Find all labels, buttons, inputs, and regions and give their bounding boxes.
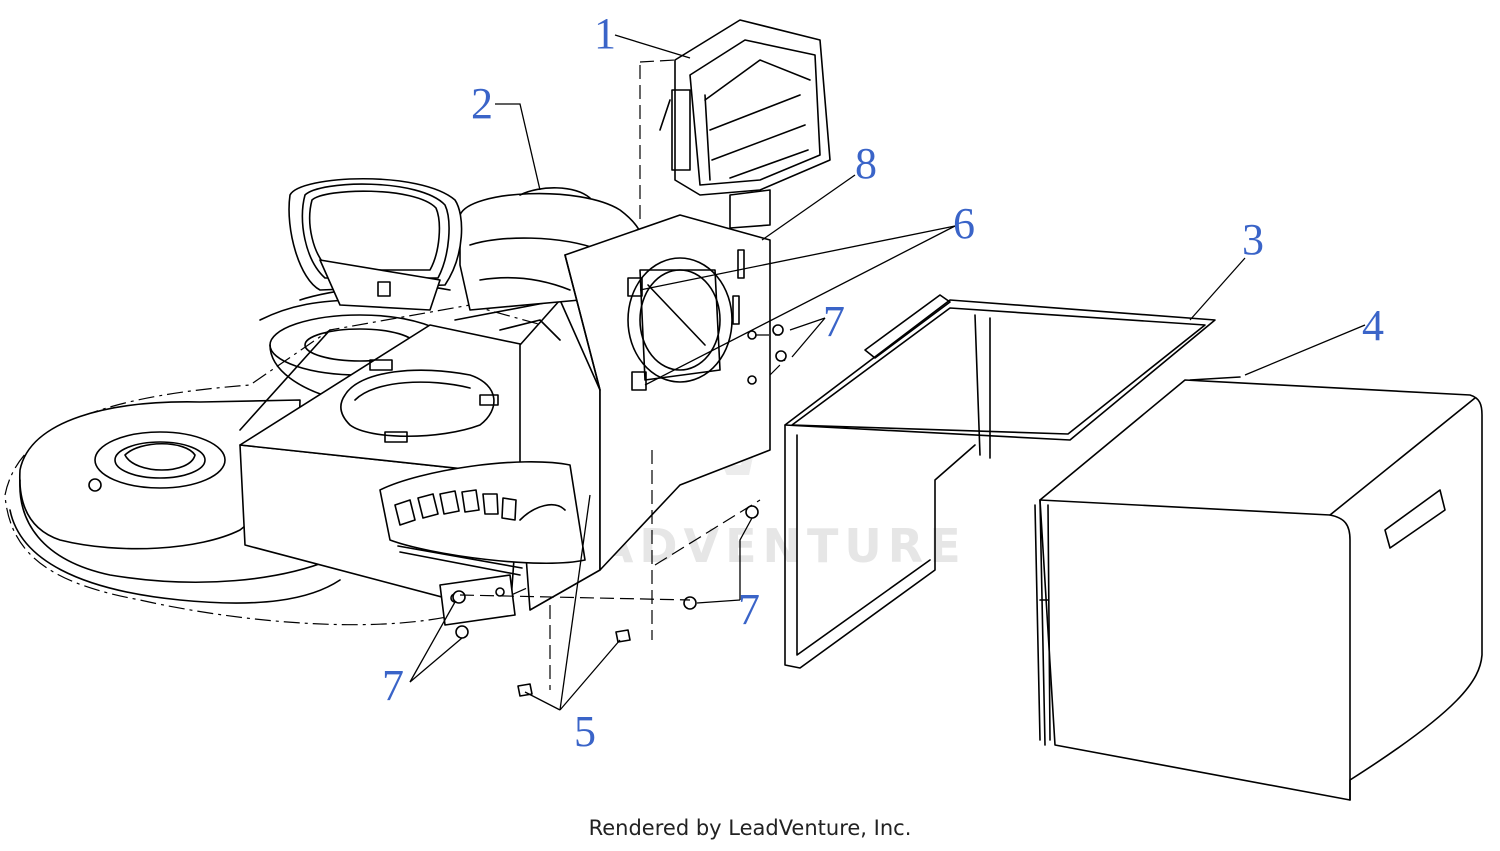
callout-3: 3 <box>1242 215 1264 264</box>
part-3-bag-frame <box>784 294 1216 669</box>
callout-4: 4 <box>1362 301 1384 350</box>
callout-labels: 1 2 3 4 5 6 7 7 7 8 <box>382 9 1384 756</box>
leader-lines <box>409 34 1366 711</box>
callout-6: 6 <box>953 199 975 248</box>
callout-7-right: 7 <box>738 585 760 634</box>
part-6-collar <box>627 257 733 391</box>
part-1-cover <box>659 19 831 229</box>
part-2-shroud <box>288 177 645 311</box>
part-4-grass-bag <box>1034 376 1483 801</box>
lever-notches <box>394 489 517 526</box>
callout-2: 2 <box>471 79 493 128</box>
footer-credit: Rendered by LeadVenture, Inc. <box>588 816 912 840</box>
callout-1: 1 <box>594 9 616 58</box>
callout-7-left: 7 <box>382 661 404 710</box>
callout-8: 8 <box>855 139 877 188</box>
hardware-nuts-bolts <box>452 324 787 697</box>
mower-deck <box>4 285 601 626</box>
assembly-lines <box>459 59 786 690</box>
callout-7-upper: 7 <box>823 297 845 346</box>
chute-bracket-assembly <box>239 299 601 626</box>
callout-5: 5 <box>574 707 596 756</box>
